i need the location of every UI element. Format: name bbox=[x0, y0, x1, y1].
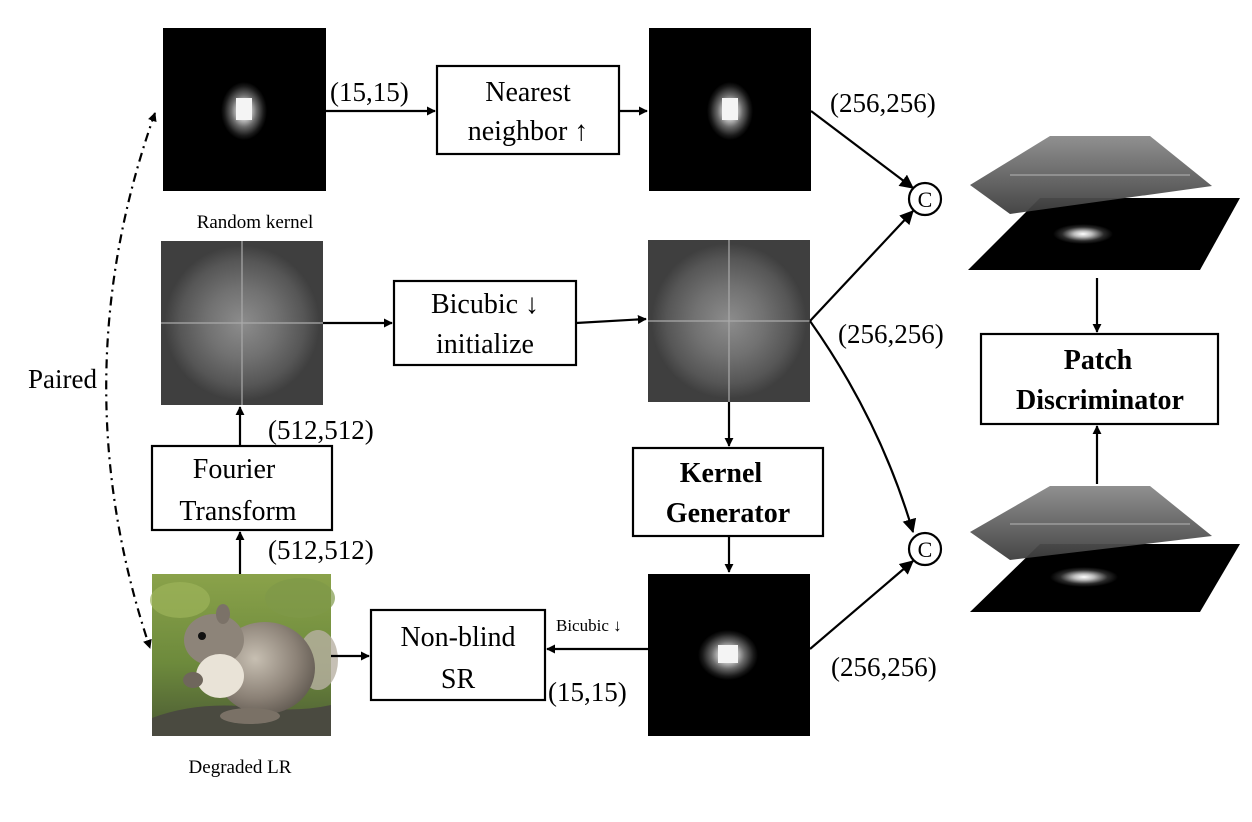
dim-label-256-middle: (256,256) bbox=[838, 319, 944, 349]
dim-label-256-top: (256,256) bbox=[830, 88, 936, 118]
upscaled-kernel-image bbox=[649, 28, 811, 191]
bicubic-initialize-box: Bicubic ↓ initialize bbox=[392, 279, 578, 367]
dim-label-256-bottom: (256,256) bbox=[831, 652, 937, 682]
dim-label-15-top: (15,15) bbox=[330, 77, 409, 107]
bicubic-down-small-label: Bicubic ↓ bbox=[556, 616, 622, 635]
random-kernel-image bbox=[163, 28, 326, 191]
kernel-generator-line1: Kernel bbox=[680, 458, 763, 489]
concat-node-top: C bbox=[907, 181, 943, 217]
dim-label-15-bottom: (15,15) bbox=[548, 677, 627, 707]
patch-discriminator-line2: Discriminator bbox=[1016, 385, 1184, 416]
non-blind-sr-line1: Non-blind bbox=[400, 622, 515, 653]
random-kernel-caption: Random kernel bbox=[197, 212, 314, 233]
concat-node-bottom: C bbox=[907, 531, 943, 567]
kernel-generator-line2: Generator bbox=[666, 498, 790, 529]
fourier-transform-line2: Transform bbox=[179, 496, 296, 527]
patch-discriminator-line1: Patch bbox=[1064, 345, 1133, 376]
edges bbox=[105, 106, 1102, 661]
patch-discriminator-box: Patch Discriminator bbox=[979, 332, 1220, 426]
bicubic-initialize-line1: Bicubic ↓ bbox=[431, 289, 539, 320]
nearest-neighbor-line1: Nearest bbox=[485, 77, 571, 108]
svg-text:C: C bbox=[918, 187, 933, 212]
stacked-planes-real bbox=[968, 136, 1240, 270]
degraded-lr-image bbox=[150, 574, 338, 736]
fourier-transform-box: Fourier Transform bbox=[150, 444, 334, 532]
paired-label: Paired bbox=[28, 364, 97, 394]
fourier-transform-line1: Fourier bbox=[193, 454, 276, 485]
fourier-spectrum-image bbox=[161, 241, 323, 405]
dim-label-512-upper: (512,512) bbox=[268, 415, 374, 445]
kernel-generator-box: Kernel Generator bbox=[631, 446, 825, 538]
nearest-neighbor-box: Nearest neighbor ↑ bbox=[435, 64, 621, 156]
stacked-planes-generated bbox=[970, 486, 1240, 612]
initialized-spectrum-image bbox=[648, 240, 810, 402]
nearest-neighbor-line2: neighbor ↑ bbox=[468, 116, 589, 147]
non-blind-sr-line2: SR bbox=[441, 664, 476, 695]
generated-kernel-image bbox=[648, 574, 810, 736]
non-blind-sr-box: Non-blind SR bbox=[369, 608, 547, 702]
bicubic-initialize-line2: initialize bbox=[436, 329, 534, 360]
degraded-lr-caption: Degraded LR bbox=[189, 757, 292, 778]
svg-text:C: C bbox=[918, 537, 933, 562]
dim-label-512-lower: (512,512) bbox=[268, 535, 374, 565]
